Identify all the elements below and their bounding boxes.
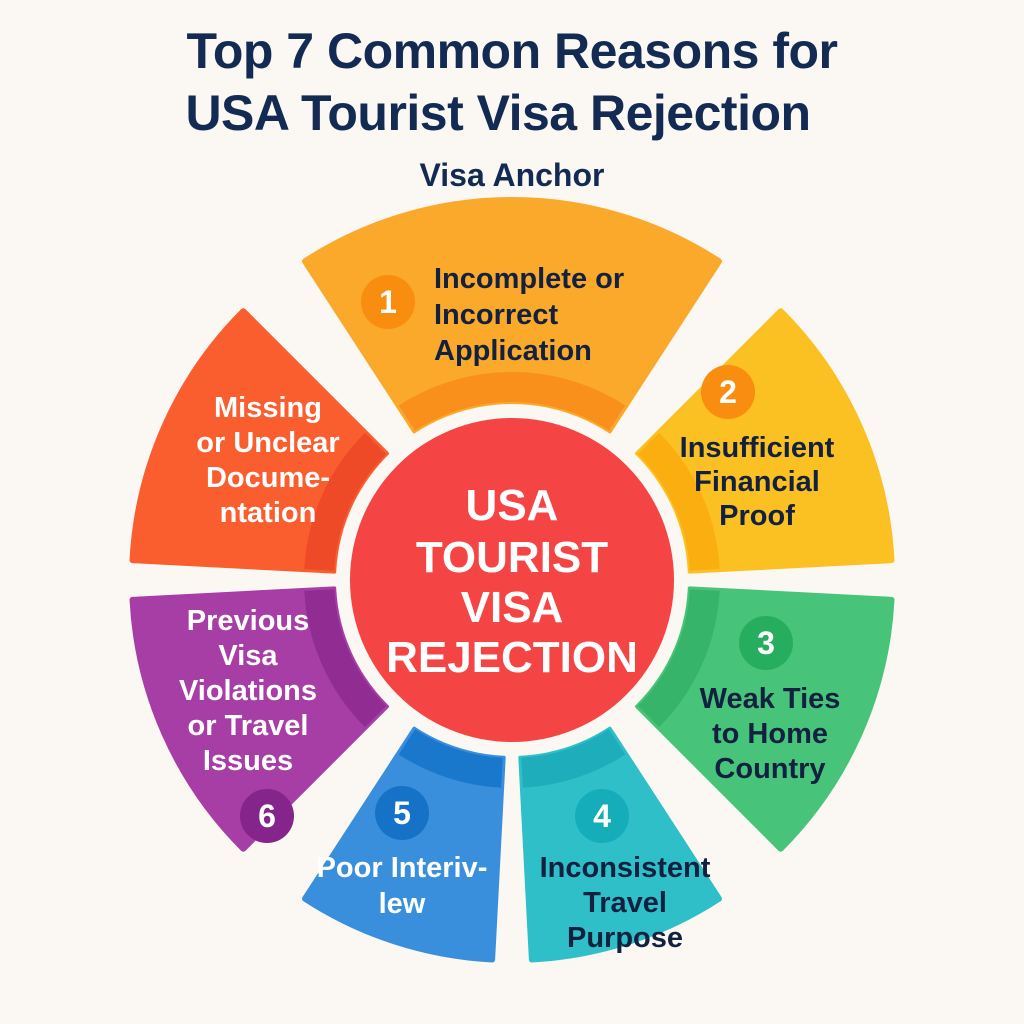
number-badge-label: 4: [593, 798, 611, 834]
segment-inner-ring: [304, 589, 387, 728]
number-badge-label: 3: [757, 625, 775, 661]
segment-inner-ring: [521, 729, 626, 788]
number-badge-label: 2: [719, 374, 737, 410]
number-badge: [701, 365, 755, 419]
segment-label-line: Incomplete or: [434, 263, 624, 295]
number-badge: [240, 789, 294, 843]
segment-inner-ring: [637, 432, 720, 571]
segment-label-line: Weak Ties: [700, 683, 841, 715]
number-badge: [375, 786, 429, 840]
center-label-line: REJECTION: [386, 633, 638, 682]
segment-shape: [302, 197, 722, 434]
segment-shape: [518, 726, 722, 963]
segment-label-line: or Unclear: [196, 427, 339, 459]
number-badge-label: 5: [393, 795, 411, 831]
brand-subtitle: Visa Anchor: [419, 157, 605, 193]
segment-label-line: Inconsistent: [540, 852, 711, 884]
segment-label-line: Previous: [187, 605, 310, 637]
segment-inner-ring: [398, 729, 503, 788]
segment-label-line: Poor Interiv-: [317, 852, 488, 884]
number-badge: [739, 616, 793, 670]
segment-label-line: Country: [714, 753, 825, 785]
segment-inner-ring: [304, 432, 387, 571]
page-title-line-1: Top 7 Common Reasons for: [186, 23, 838, 79]
segment-label-line: Travel: [583, 887, 667, 919]
number-badge-label: 6: [258, 798, 276, 834]
segment-label-line: Financial: [694, 466, 820, 498]
segment-inner-ring: [637, 589, 720, 728]
segment-label-line: Visa: [218, 640, 278, 672]
segment-label-line: to Home: [712, 718, 828, 750]
segment-label-line: Violations: [179, 675, 317, 707]
center-label-line: USA: [466, 481, 559, 530]
segment-label-line: Insufficient: [680, 432, 835, 464]
segment-label-line: Purpose: [567, 922, 683, 954]
segment-shape: [302, 726, 506, 963]
segment-label-line: lew: [379, 888, 426, 920]
page-title-line-2: USA Tourist Visa Rejection: [185, 85, 811, 141]
number-badge: [361, 275, 415, 329]
number-badge: [575, 789, 629, 843]
segment-label-line: Issues: [203, 745, 293, 777]
segment-label-line: Proof: [719, 500, 795, 532]
center-label-line: VISA: [461, 583, 564, 632]
segment-label-line: Missing: [214, 392, 322, 424]
number-badge-label: 1: [379, 284, 397, 320]
segment-label-line: or Travel: [188, 710, 309, 742]
center-label-line: TOURIST: [416, 533, 608, 582]
segment-label-line: Docume-: [206, 462, 330, 494]
segment-inner-ring: [398, 372, 626, 431]
segment-label-line: ntation: [220, 497, 317, 529]
segment-label-line: Incorrect: [434, 299, 558, 331]
segment-label-line: Application: [434, 335, 592, 367]
